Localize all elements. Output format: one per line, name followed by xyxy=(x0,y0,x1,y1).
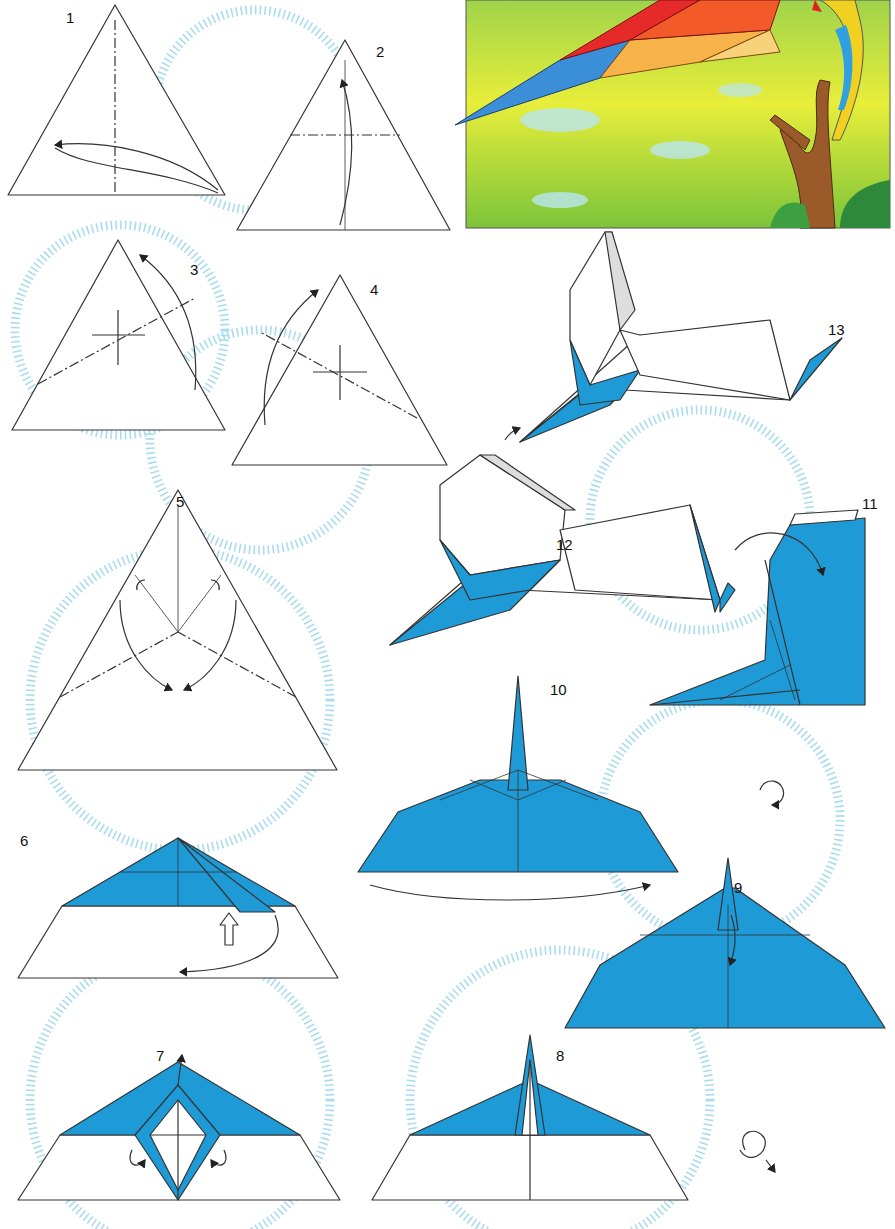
step-number: 10 xyxy=(550,682,567,697)
step-number: 13 xyxy=(828,322,845,337)
step-number: 4 xyxy=(370,282,378,297)
color-picture xyxy=(455,0,890,228)
fold-steps xyxy=(8,5,885,1200)
step-number: 11 xyxy=(862,496,878,511)
step-number: 1 xyxy=(66,10,74,25)
step-number: 8 xyxy=(556,1048,564,1063)
step-number: 12 xyxy=(556,537,573,552)
step-number: 7 xyxy=(156,1048,164,1063)
step-number: 5 xyxy=(176,494,184,509)
step-number: 6 xyxy=(20,833,28,848)
step-number: 3 xyxy=(190,262,198,277)
step-number: 2 xyxy=(376,44,384,59)
step-number: 9 xyxy=(734,880,742,895)
